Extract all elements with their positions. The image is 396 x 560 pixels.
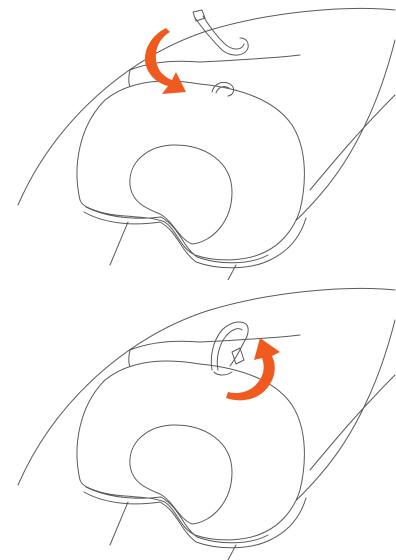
neck-pillow	[77, 361, 306, 548]
step-2-drawing	[0, 280, 396, 560]
step-1-panel	[0, 0, 396, 280]
neck-pillow	[77, 81, 306, 268]
step-1-drawing	[0, 0, 396, 280]
step-2-panel	[0, 280, 396, 560]
